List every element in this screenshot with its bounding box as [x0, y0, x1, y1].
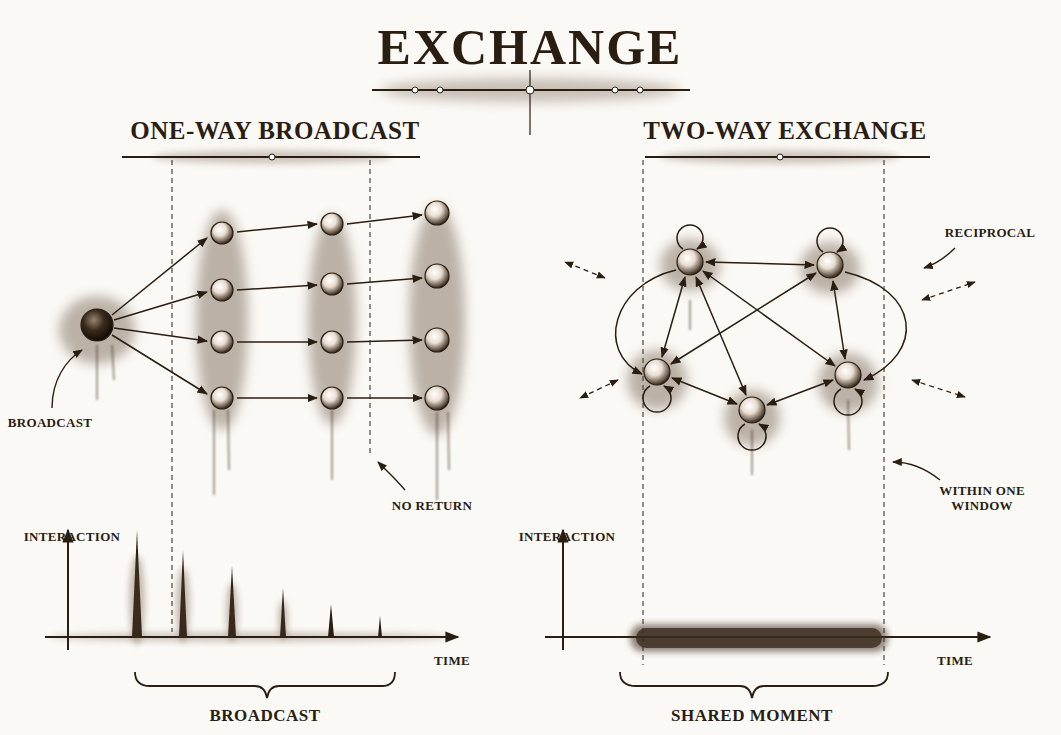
axis-label: TIME [434, 654, 470, 669]
callout-label: NO RETURN [392, 499, 472, 514]
section-heading: TWO-WAY EXCHANGE [643, 117, 926, 146]
dashed-guides [172, 160, 884, 665]
shared-timeline [545, 530, 990, 698]
leader-arrows [52, 248, 955, 490]
axis-label: INTERACTION [24, 530, 120, 545]
reciprocal-arrows [662, 262, 845, 405]
header-rule [122, 70, 930, 164]
ink-halos [59, 205, 878, 446]
outward-arrows [565, 262, 975, 398]
left-orbs [81, 201, 449, 410]
bracket-label: SHARED MOMENT [671, 706, 833, 726]
section-heading: ONE-WAY BROADCAST [130, 117, 419, 146]
callout-label: WITHIN ONE WINDOW [939, 484, 1025, 514]
broadcast-arrows [112, 215, 422, 398]
axis-label: INTERACTION [519, 530, 615, 545]
axis-label: TIME [937, 654, 973, 669]
right-orbs [644, 249, 861, 423]
callout-label: RECIPROCAL [945, 226, 1035, 241]
diagram-title: EXCHANGE [378, 19, 683, 77]
broadcast-timeline [45, 530, 458, 698]
ink-drips [97, 300, 849, 500]
loop-arcs [616, 225, 907, 450]
callout-label: BROADCAST [8, 416, 92, 431]
bracket-label: BROADCAST [209, 706, 320, 726]
